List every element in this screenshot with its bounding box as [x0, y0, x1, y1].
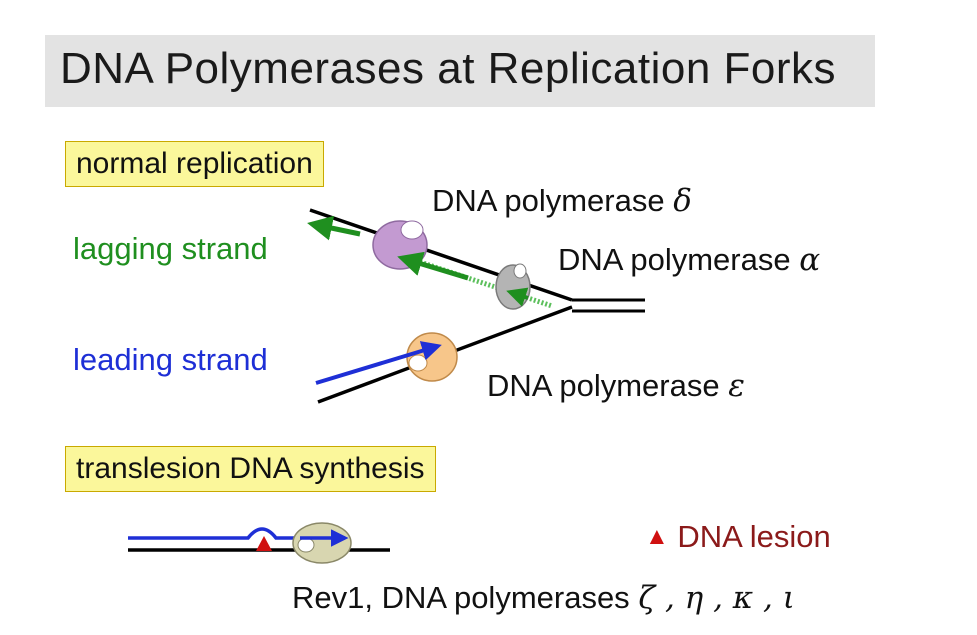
pol-alpha-icon — [495, 263, 531, 310]
pol-epsilon-prefix: DNA polymerase — [487, 368, 720, 403]
pol-delta-prefix: DNA polymerase — [432, 183, 665, 218]
title-banner — [45, 35, 875, 107]
tls-polymerases-label: Rev1, DNA polymerases ζ , η , κ , ι — [292, 580, 795, 616]
lagging-primer — [419, 259, 553, 309]
pol-alpha-symbol: α — [799, 242, 821, 278]
dna-lesion-text: DNA lesion — [677, 519, 831, 554]
lagging-strand-label: lagging strand — [73, 231, 268, 266]
pol-alpha-label: DNA polymerase α — [558, 242, 820, 278]
pol-alpha-prefix: DNA polymerase — [558, 242, 791, 277]
lesion-marker-icon: ▲ — [645, 523, 669, 550]
pol-epsilon-label: DNA polymerase ε — [487, 368, 745, 404]
lagging-template-strand — [309, 208, 573, 302]
pol-delta-symbol: δ — [673, 183, 692, 219]
leading-strand-arrow — [315, 341, 442, 385]
pol-epsilon-icon — [406, 332, 458, 382]
leading-strand-label: leading strand — [73, 342, 268, 377]
lagging-arrow-3 — [506, 287, 529, 307]
pol-epsilon-symbol: ε — [728, 368, 745, 404]
tls-polymerases-prefix: Rev1, DNA polymerases — [292, 580, 630, 615]
pol-delta-label: DNA polymerase δ — [432, 183, 692, 219]
dna-lesion-legend: ▲ DNA lesion — [645, 519, 831, 555]
tls-polymerase-icon — [292, 522, 352, 564]
tls-nascent-strand — [128, 527, 300, 540]
lesion-triangle-icon — [256, 536, 272, 551]
tls-greek-symbols: ζ , η , κ , ι — [638, 580, 795, 616]
normal-replication-label: normal replication — [65, 141, 324, 187]
translesion-synthesis-label: translesion DNA synthesis — [65, 446, 436, 492]
lagging-arrow-2 — [397, 251, 469, 281]
page-title: DNA Polymerases at Replication Forks — [60, 44, 837, 93]
lagging-arrow-1 — [307, 215, 361, 241]
